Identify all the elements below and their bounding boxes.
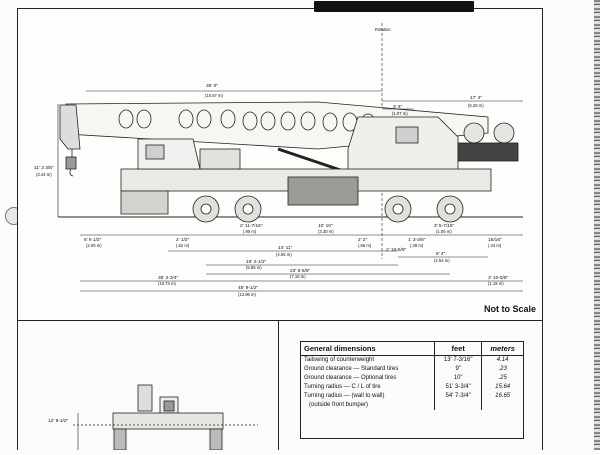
dim-19-2-m: (5.85 m) bbox=[246, 265, 262, 270]
dim-35-0-m: (10.67 m) bbox=[205, 93, 224, 98]
dim-2-1-2: 2' 1/2" bbox=[176, 237, 190, 243]
scanned-page-edge bbox=[594, 0, 600, 450]
sheave-1 bbox=[463, 122, 485, 144]
dim-35-2: 35' 2-3/4" bbox=[158, 275, 179, 281]
dim-17-4-m: (5.28 m) bbox=[468, 103, 484, 108]
carrier-cab-window bbox=[145, 144, 165, 160]
operator-window bbox=[395, 126, 419, 144]
dim-14-11-m: (4.55 m) bbox=[276, 252, 292, 257]
dim-19-2: 19' 2-1/2" bbox=[246, 259, 267, 265]
row-feet: 51' 3-3/4" bbox=[434, 383, 482, 392]
dim-10-10: 10' 10" bbox=[318, 223, 333, 229]
hook bbox=[69, 168, 74, 177]
table-header-label: General dimensions bbox=[301, 342, 435, 356]
table-row: Tailswing of counterweight 13' 7-3/16" 4… bbox=[301, 355, 523, 365]
dim-17-4: 17' 4" bbox=[470, 95, 482, 101]
not-to-scale-note: Not to Scale bbox=[483, 304, 536, 314]
table-header-feet: feet bbox=[434, 342, 482, 356]
boom-head bbox=[59, 104, 81, 150]
row-feet bbox=[434, 401, 482, 410]
row-label: Ground clearance — Optional tires bbox=[304, 375, 397, 381]
row-meters: .25 bbox=[481, 374, 523, 383]
dim-height: 11' 3 3/8" bbox=[34, 165, 54, 171]
dim-height-m: (3.44 m) bbox=[36, 172, 52, 177]
row-meters: .23 bbox=[481, 365, 523, 374]
row-label: Ground clearance — Standard tires bbox=[304, 366, 399, 372]
table-row: Turning radius — (wall to wall) 54' 7-3/… bbox=[301, 392, 523, 401]
table-row: Turning radius — C / L of tire 51' 3-3/4… bbox=[301, 383, 523, 392]
dim-3-5-m: (1.05 m) bbox=[436, 229, 452, 234]
dim-2-2-m: (.66 m) bbox=[358, 243, 372, 248]
general-dimensions-table-box: General dimensions feet meters Tailswing… bbox=[300, 341, 524, 439]
outrigger-box bbox=[287, 176, 359, 206]
table-row: Ground clearance — Standard tires 9" .23 bbox=[301, 365, 523, 374]
dim-35-0: 35' 0" bbox=[206, 83, 218, 89]
crane-side-view-svg: Rotation 35' 0" (10.67 m) 17' 4" (5.28 m… bbox=[34, 23, 523, 297]
wheels bbox=[192, 195, 464, 223]
dim-6-9-m: (2.05 m) bbox=[86, 243, 102, 248]
dim-14-11: 14' 11" bbox=[278, 245, 293, 251]
row-feet: 9" bbox=[434, 365, 482, 374]
dim-2-11-m: (.90 m) bbox=[243, 229, 257, 234]
rotation-label: Rotation bbox=[375, 27, 391, 32]
table-header-meters: meters bbox=[481, 342, 523, 356]
front-boom bbox=[137, 384, 153, 412]
row-label: (outside front bumper) bbox=[309, 402, 369, 408]
dim-3-5: 3' 5-7/16" bbox=[434, 223, 455, 229]
hook-block bbox=[65, 156, 77, 170]
sheave-2 bbox=[493, 122, 515, 144]
engine-hood bbox=[199, 148, 241, 170]
dim-3-10: 3' 10-5/8" bbox=[488, 275, 509, 281]
dim-2-1-2-m: (.62 m) bbox=[176, 243, 190, 248]
counterweight bbox=[457, 142, 519, 162]
dim-23-6-m: (7.18 m) bbox=[290, 274, 306, 279]
row-meters: 4.14 bbox=[481, 355, 523, 365]
front-left-wheel bbox=[113, 428, 127, 451]
dim-15-16-m: (.34 m) bbox=[488, 243, 502, 248]
dim-2-2: 2' 2" bbox=[358, 237, 368, 243]
row-feet: 54' 7-3/4" bbox=[434, 392, 482, 401]
dim-10-10-m: (3.30 m) bbox=[318, 229, 334, 234]
dim-1-3: 1' 3-3/8" bbox=[408, 237, 426, 243]
dim-35-2-m: (10.73 m) bbox=[158, 281, 177, 286]
dim-1-3-m: (.39 m) bbox=[410, 243, 424, 248]
cropped-title-bar bbox=[314, 1, 474, 12]
crane-front-view-svg: 12' 9-1/2" bbox=[48, 384, 258, 451]
dim-15-16: 15/16" bbox=[488, 237, 502, 243]
row-feet: 10" bbox=[434, 374, 482, 383]
dim-8-4-m: (2.54 m) bbox=[434, 258, 450, 263]
dim-3-6-m: (1.07 m) bbox=[392, 111, 408, 116]
dim-45-9-m: (13.96 m) bbox=[238, 292, 257, 297]
row-meters: 15.64 bbox=[481, 383, 523, 392]
table-row: Ground clearance — Optional tires 10" .2… bbox=[301, 374, 523, 383]
dim-23-6: 23' 6-5/8" bbox=[290, 268, 311, 274]
carrier-front bbox=[120, 190, 169, 215]
dim-3-10-m: (1.18 m) bbox=[488, 281, 504, 286]
front-carrier bbox=[112, 412, 224, 430]
dim-2-11: 2' 11-7/16" bbox=[240, 223, 263, 229]
front-view-drawing-panel: 12' 9-1/2" bbox=[17, 321, 279, 451]
general-dimensions-table: General dimensions feet meters Tailswing… bbox=[301, 342, 523, 410]
dim-2-10: 2' 10-5/8" bbox=[386, 247, 407, 253]
row-meters: 16.65 bbox=[481, 392, 523, 401]
dim-45-9: 45' 9-1/2" bbox=[238, 285, 259, 291]
row-label: Tailswing of counterweight bbox=[304, 357, 375, 363]
dim-3-6: 3' 6" bbox=[393, 104, 403, 110]
general-dimensions-panel: General dimensions feet meters Tailswing… bbox=[279, 321, 543, 450]
front-right-wheel bbox=[209, 428, 223, 451]
row-meters bbox=[481, 401, 523, 410]
row-feet: 13' 7-3/16" bbox=[434, 355, 482, 365]
dim-6-9: 6' 9 1/2" bbox=[84, 237, 102, 243]
table-row: (outside front bumper) bbox=[301, 401, 523, 410]
dim-8-4: 8' 4" bbox=[436, 251, 446, 257]
row-label: Turning radius — (wall to wall) bbox=[304, 393, 385, 399]
front-dim-label: 12' 9-1/2" bbox=[48, 418, 69, 424]
front-cab-window bbox=[163, 400, 175, 412]
row-label: Turning radius — C / L of tire bbox=[304, 384, 381, 390]
side-elevation-drawing-panel: Rotation 35' 0" (10.67 m) 17' 4" (5.28 m… bbox=[17, 1, 543, 321]
